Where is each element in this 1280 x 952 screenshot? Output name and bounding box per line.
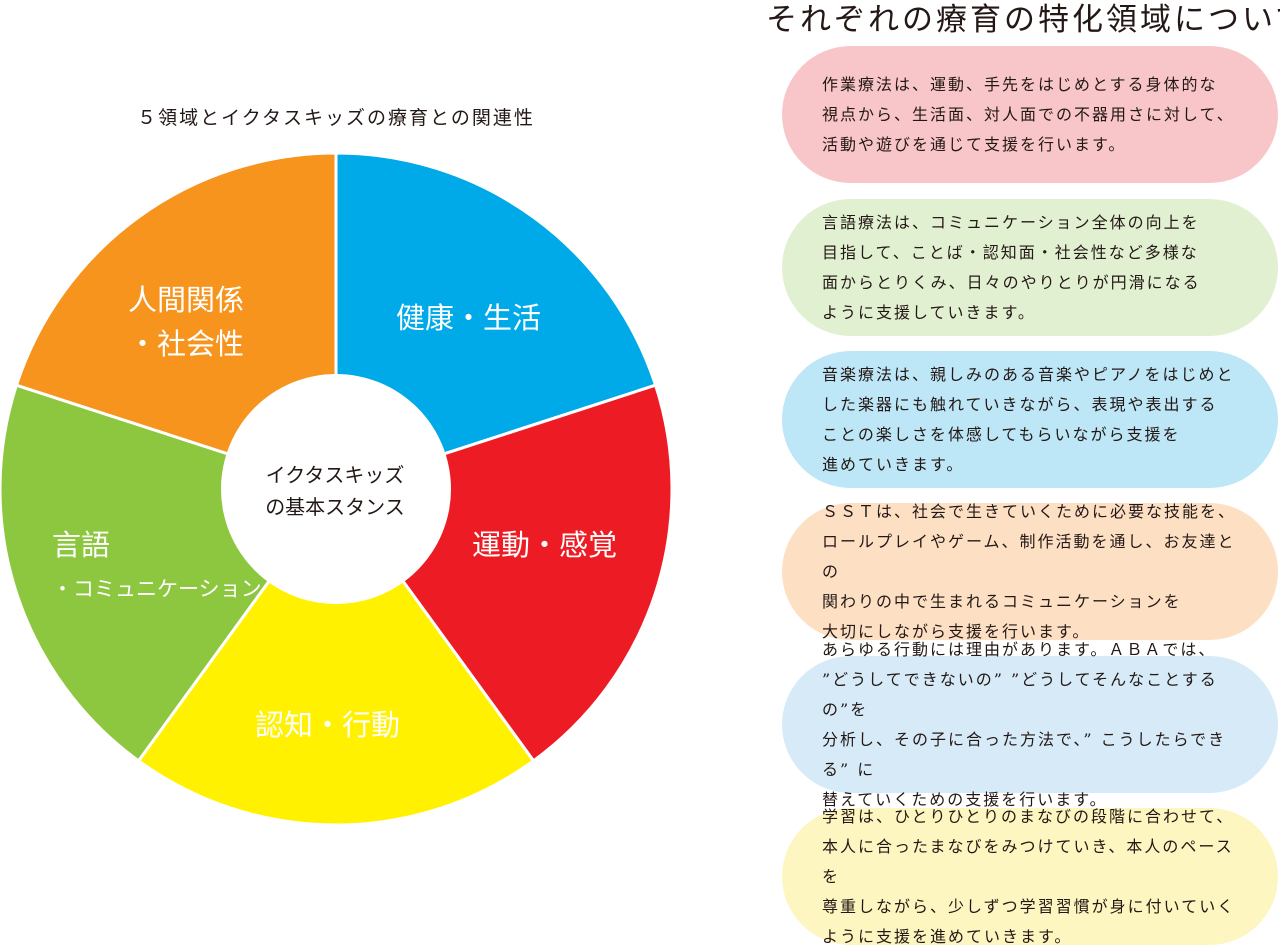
segment-health-life [334,151,658,492]
card-speech-therapy: 言語療法は、コミュニケーション全体の向上を 目指して、ことば・認知面・社会性など… [782,199,1278,336]
segment-label-health-life: 健康・生活 [396,301,542,335]
card-text: 音楽療法は、親しみのある音楽やピアノをはじめと した楽器にも触れていきながら、表… [822,364,1235,474]
segment-relationships-sociality [14,151,338,492]
card-text: 作業療法は、運動、手先をはじめとする身体的な 視点から、生活面、対人面での不器用… [822,74,1235,154]
card-aba: あらゆる行動には理由があります。ＡＢＡでは、 ”どうしてできないの” ”どうして… [782,640,1278,809]
five-domains-wheel [0,151,672,827]
center-label: イクタスキッズ の基本スタンス [265,463,405,519]
card-sst: ＳＳＴは、社会で生きていくために必要な技能を、 ロールプレイやゲーム、制作活動を… [782,502,1278,641]
center-circle [221,374,451,604]
segment-label-relationships-sociality: 人間関係 ・社会性 [128,283,245,361]
card-learning: 学習は、ひとりひとりのまなびの段階に合わせて、 本人に合ったまなびをみつけていき… [782,807,1278,946]
specialties-title: それぞれの療育の特化領域について。 [766,2,1280,38]
card-occupational-therapy: 作業療法は、運動、手先をはじめとする身体的な 視点から、生活面、対人面での不器用… [782,46,1278,183]
segment-label-cognition-behavior: 認知・行動 [255,708,401,742]
card-text: あらゆる行動には理由があります。ＡＢＡでは、 ”どうしてできないの” ”どうして… [822,639,1227,809]
card-text: 学習は、ひとりひとりのまなびの段階に合わせて、 本人に合ったまなびをみつけていき… [822,806,1236,946]
card-music-therapy: 音楽療法は、親しみのある音楽やピアノをはじめと した楽器にも触れていきながら、表… [782,351,1278,488]
segment-label-language-communication: 言語 ・コミュニケーション [52,528,262,601]
card-text: 言語療法は、コミュニケーション全体の向上を 目指して、ことば・認知面・社会性など… [822,212,1201,322]
segment-label-motor-sensory: 運動・感覚 [472,528,618,562]
diagram-title: ５領域とイクタスキッズの療育との関連性 [137,107,535,129]
segment-cognition-behavior [136,486,536,827]
card-text: ＳＳＴは、社会で生きていくために必要な技能を、 ロールプレイやゲーム、制作活動を… [822,501,1237,641]
wheel-segments [0,151,672,827]
